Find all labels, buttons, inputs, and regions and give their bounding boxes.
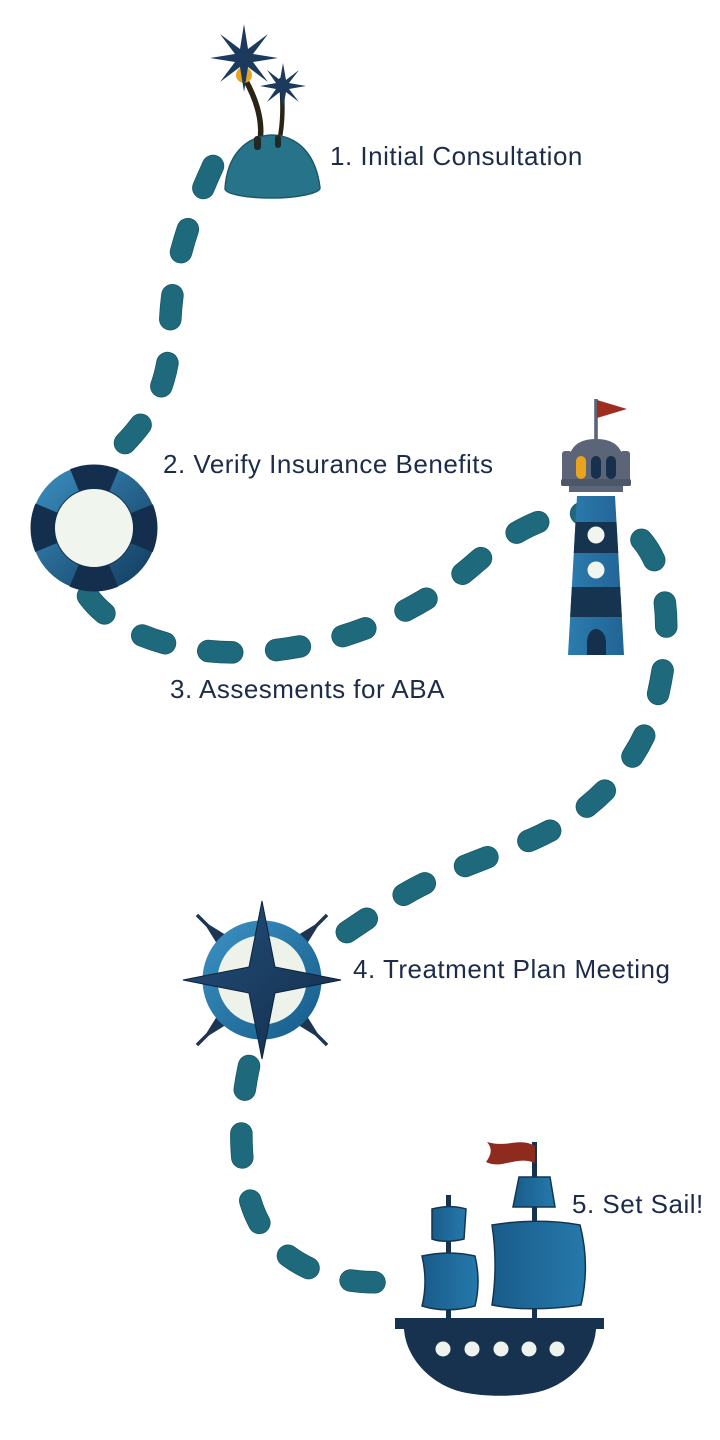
step-3-label: 3. Assesments for ABA [170, 674, 445, 704]
step-1-label: 1. Initial Consultation [330, 141, 583, 171]
lifebuoy-icon [28, 460, 164, 600]
step-5-label: 5. Set Sail! [572, 1189, 704, 1219]
lifebuoy-center [54, 488, 134, 568]
step-4-label: 4. Treatment Plan Meeting [353, 954, 671, 984]
route-segment-3-outline [230, 1054, 414, 1294]
lifebuoy-dark-segments [30, 464, 158, 592]
route-segment-1 [91, 155, 224, 475]
sailing-ship-icon [388, 1133, 703, 1413]
ship-portholes [435, 1341, 565, 1357]
ship-hull [404, 1329, 596, 1396]
palm-crown-small [260, 63, 306, 109]
lighthouse-icon [546, 393, 646, 663]
lighthouse-door [587, 629, 606, 655]
compass-star [182, 900, 342, 1060]
compass-rose-icon [148, 883, 378, 1088]
route-segment-3 [230, 1055, 413, 1293]
ship-deck-rail [395, 1318, 604, 1329]
lighthouse-flagpole [594, 399, 598, 449]
ship-sails [421, 1176, 587, 1311]
lantern-window-lit [576, 456, 586, 479]
ship-flag [486, 1142, 535, 1165]
palm-crown-large [210, 24, 278, 92]
island-palm-trees-icon [198, 22, 328, 202]
lighthouse-flag [597, 400, 627, 418]
step-2-label: 2. Verify Insurance Benefits [163, 449, 494, 479]
lighthouse-tower [568, 496, 624, 655]
island-mound [224, 134, 321, 199]
route-segment-2 [77, 503, 677, 945]
lighthouse-gallery [561, 479, 631, 486]
route-segment-1-outline [90, 154, 225, 476]
